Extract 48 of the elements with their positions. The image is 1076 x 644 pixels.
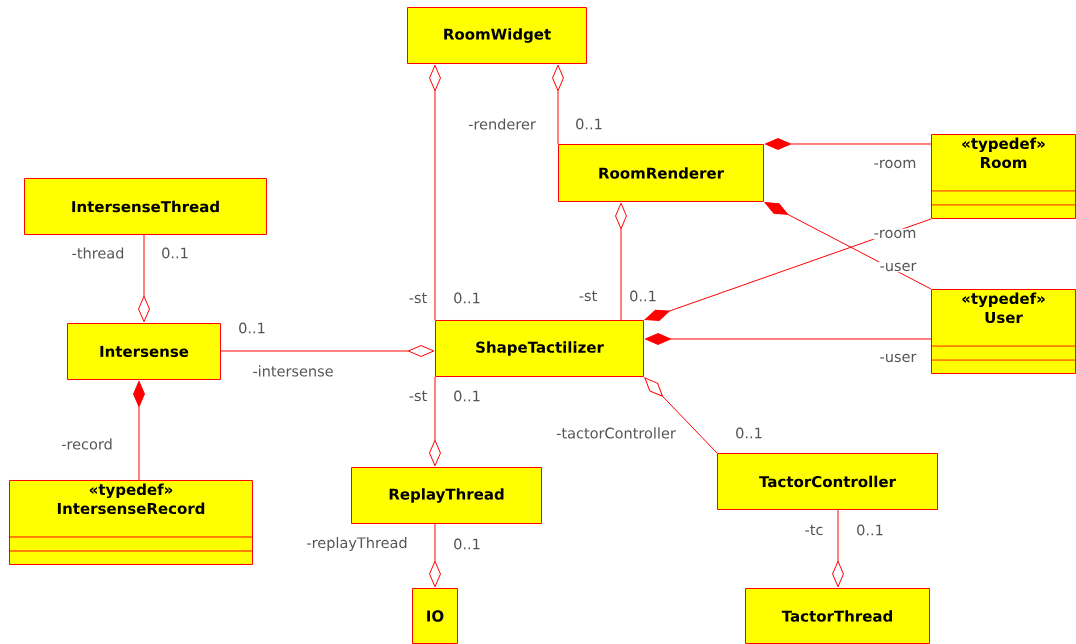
multiplicity-label: 0..1 [454, 390, 480, 402]
aggregation-line [644, 218, 932, 321]
role-label: -renderer [467, 117, 537, 131]
aggregation-line [138, 234, 150, 323]
aggregation-line [644, 333, 932, 345]
aggregation-line [764, 202, 932, 290]
aggregation-line [220, 345, 435, 357]
role-label: -tactorController [555, 426, 677, 440]
class-box: ReplayThread [351, 467, 542, 524]
class-box: «typedef» Room [930, 134, 1076, 219]
aggregation-line [552, 64, 564, 145]
class-box: TactorController [717, 453, 938, 510]
aggregation-line [133, 380, 145, 481]
multiplicity-label: 0..1 [239, 322, 265, 334]
role-label: -replayThread [305, 536, 409, 552]
class-box: RoomRenderer [558, 144, 764, 202]
multiplicity-label: 0..1 [630, 290, 656, 302]
aggregation-line [764, 138, 932, 150]
multiplicity-label: 0..1 [454, 538, 480, 550]
multiplicity-label: 0..1 [736, 427, 762, 439]
aggregation-line [644, 377, 718, 454]
aggregation-line [429, 64, 441, 321]
role-label: -tc [803, 523, 825, 537]
class-box: IntersenseThread [24, 178, 267, 235]
multiplicity-label: 0..1 [576, 118, 602, 130]
class-box: ShapeTactilizer [435, 320, 644, 377]
role-label: -room [872, 158, 918, 170]
role-label: -user [878, 261, 918, 273]
multiplicity-label: 0..1 [454, 292, 480, 304]
role-label: -st [407, 291, 429, 305]
aggregation-line [429, 523, 441, 588]
aggregation-line [615, 202, 627, 321]
class-box: «typedef» IntersenseRecord [8, 480, 254, 565]
role-label: -intersense [251, 364, 335, 378]
role-label: -st [407, 389, 429, 403]
class-box: RoomWidget [407, 7, 587, 64]
aggregation-line [429, 376, 441, 467]
role-label: -st [577, 289, 599, 303]
class-box: TactorThread [745, 588, 930, 644]
role-label: -record [60, 437, 114, 451]
multiplicity-label: 0..1 [857, 524, 883, 536]
role-label: -thread [70, 246, 126, 260]
role-label: -room [872, 228, 918, 240]
aggregation-line [832, 509, 844, 588]
class-box: IO [412, 588, 458, 644]
class-box: «typedef» User [930, 289, 1076, 374]
role-label: -user [878, 352, 918, 364]
class-box: Intersense [67, 323, 221, 380]
